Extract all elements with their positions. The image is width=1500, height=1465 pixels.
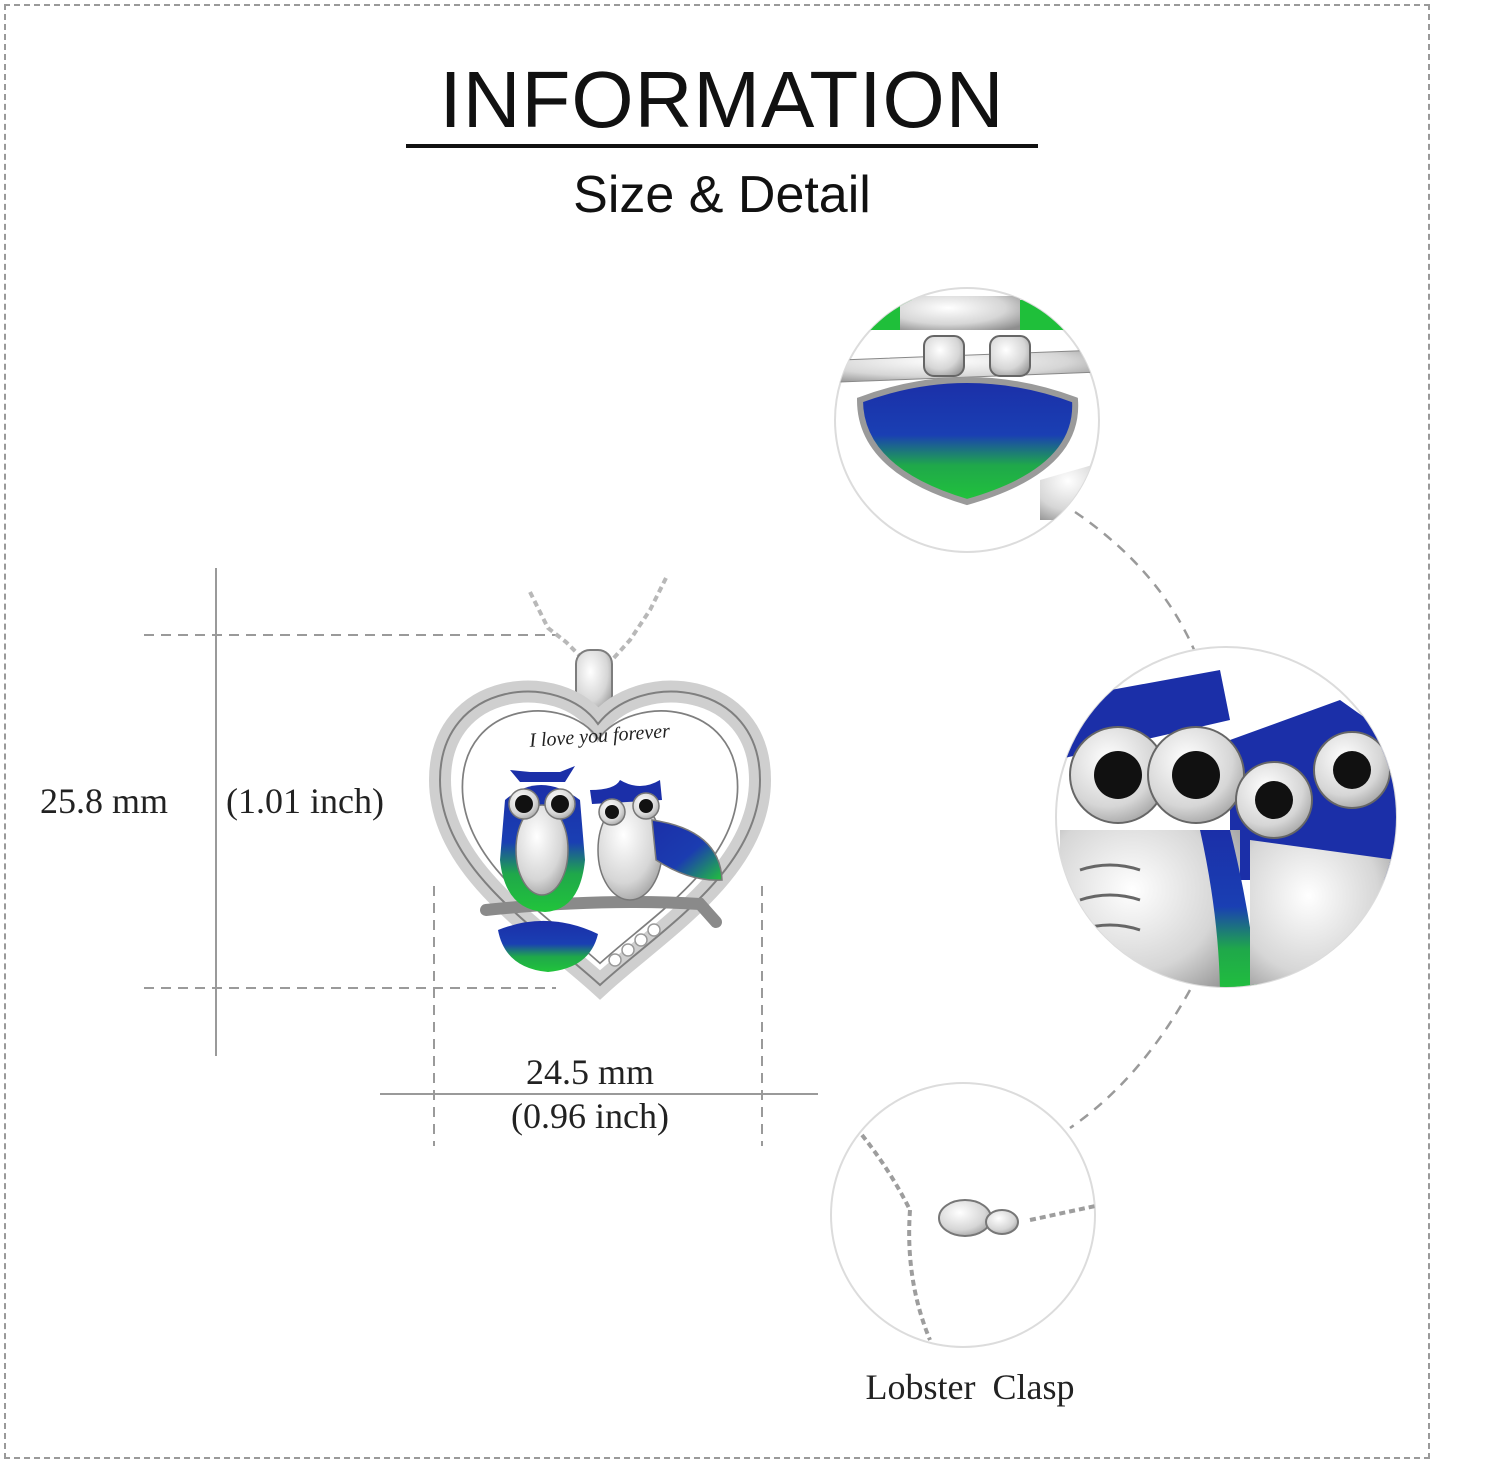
height-inch-label: (1.01 inch) bbox=[226, 781, 384, 821]
height-mm-label: 25.8 mm bbox=[40, 781, 169, 821]
pendant-illustration: I love you forever bbox=[428, 577, 772, 1000]
detail-circle-lobster-clasp bbox=[830, 1082, 1096, 1348]
dashed-frame bbox=[4, 4, 1430, 1459]
height-guides bbox=[144, 568, 556, 1056]
width-mm-label: 24.5 mm bbox=[525, 1052, 654, 1092]
detail-circle-owl-faces bbox=[1055, 646, 1397, 988]
detail-connectors bbox=[1069, 510, 1197, 1130]
width-inch-label: (0.96 inch) bbox=[511, 1096, 669, 1136]
title-underline bbox=[406, 144, 1038, 148]
detail-circle-scallop bbox=[834, 287, 1100, 553]
pendant-engraving: I love you forever bbox=[528, 720, 671, 752]
page-subtitle: Size & Detail bbox=[573, 166, 871, 224]
lobster-clasp-label: Lobster Clasp bbox=[865, 1367, 1075, 1407]
width-guides bbox=[380, 886, 818, 1146]
page-title: INFORMATION bbox=[439, 55, 1005, 144]
